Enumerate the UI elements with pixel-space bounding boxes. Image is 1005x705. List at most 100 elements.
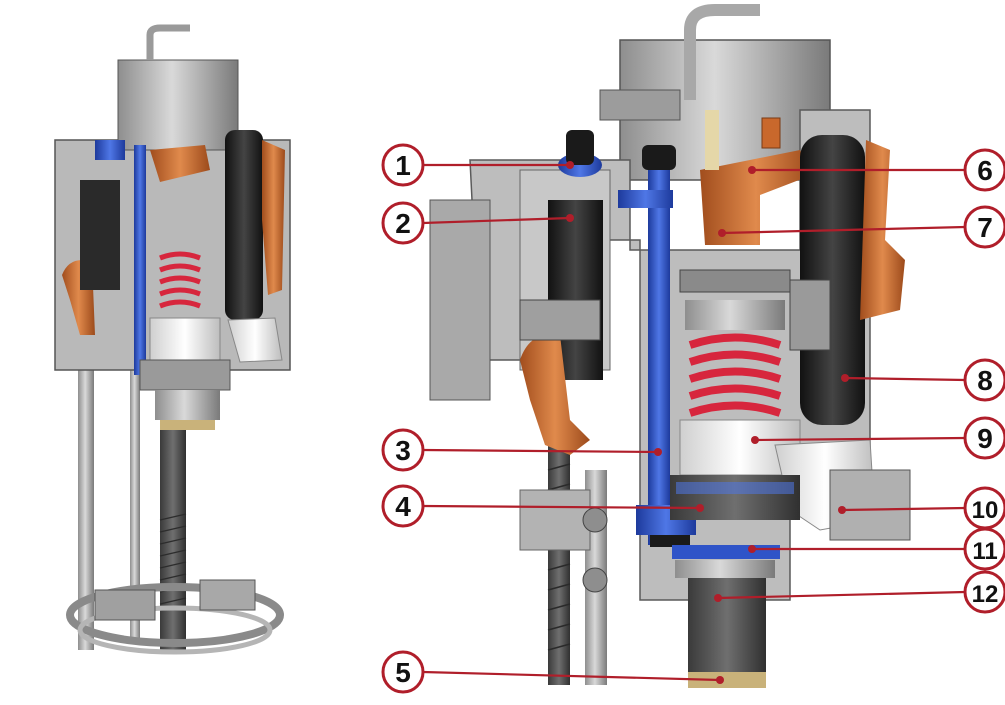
callout-7-number: 7: [977, 212, 993, 243]
blue-cap: [95, 140, 125, 160]
lower-bearing: [155, 390, 220, 420]
callout-7-anchor-dot: [718, 229, 726, 237]
shaft-top-knob: [642, 145, 676, 170]
clamp-block-right: [199, 579, 256, 611]
ring-fixture-lower: [77, 605, 273, 655]
spring-large: [688, 333, 782, 417]
callout-12-ring: [963, 570, 1005, 614]
side-plate: [429, 199, 491, 401]
callout-4: 4: [381, 484, 704, 528]
mount-bracket: [599, 89, 681, 121]
callout-6-ring: [963, 148, 1005, 192]
callout-2-ring: [381, 201, 425, 245]
seal-ring: [672, 545, 780, 559]
gear-ring: [139, 359, 231, 391]
carriage-block: [519, 489, 591, 551]
motor-clamp: [789, 279, 831, 351]
orange-bracket-right: [262, 140, 285, 295]
callout-9-anchor-dot: [751, 436, 759, 444]
callout-1-anchor-dot: [566, 161, 574, 169]
callout-5-ring: [381, 650, 425, 694]
callout-9-ring: [963, 416, 1005, 460]
bronze-bushing: [688, 672, 766, 688]
roller-lower: [582, 567, 608, 593]
callout-6-number: 6: [977, 155, 993, 186]
callout-8-ring: [963, 358, 1005, 402]
callout-3: 3: [381, 428, 662, 472]
top-motor-housing: [117, 59, 239, 151]
clamp-block: [94, 589, 156, 621]
inner-block: [80, 180, 120, 290]
callout-5-number: 5: [395, 657, 411, 688]
white-clamp: [227, 317, 283, 363]
clamp-mount: [829, 469, 911, 541]
callout-10-anchor-dot: [838, 506, 846, 514]
callout-10-leader: [841, 506, 966, 512]
lead-screw: [160, 420, 186, 650]
ring-fixture: [66, 583, 284, 647]
callout-1-ring: [381, 143, 425, 187]
blue-shaft: [134, 145, 146, 375]
callout-12-number: 12: [972, 581, 999, 608]
callout-3-anchor-dot: [654, 448, 662, 456]
cap-knob: [566, 130, 594, 165]
callout-7-leader: [721, 225, 966, 235]
callout-1: 1: [381, 143, 574, 187]
seal-seat: [675, 560, 775, 578]
guide-rail-left: [78, 330, 94, 650]
callout-4-leader: [422, 504, 701, 510]
white-housing: [149, 317, 221, 361]
callout-9: 9: [751, 416, 1005, 460]
full-assembly-view: [54, 24, 291, 655]
callout-2-anchor-dot: [566, 214, 574, 222]
gear-ring-large: [670, 475, 800, 520]
top-pipe: [146, 24, 190, 60]
upper-gear-band: [679, 269, 791, 293]
callout-5: 5: [381, 650, 724, 694]
callout-9-number: 9: [977, 423, 993, 454]
guide-rail-right: [130, 360, 140, 640]
callout-11: 11: [748, 527, 1005, 571]
spring-seat: [685, 300, 785, 330]
callout-12: 12: [714, 570, 1005, 614]
callout-8: 8: [841, 358, 1005, 402]
callout-9-leader: [754, 436, 966, 442]
callout-12-leader: [717, 590, 966, 600]
callout-4-number: 4: [395, 491, 411, 522]
callout-3-number: 3: [395, 435, 411, 466]
callout-10-number: 10: [972, 497, 999, 524]
callout-11-ring: [963, 527, 1005, 571]
callout-5-leader: [422, 670, 721, 682]
orange-bracket-large: [700, 150, 812, 245]
callout-2-number: 2: [395, 208, 411, 239]
orange-arm: [150, 145, 210, 182]
orange-clamp-large: [520, 334, 590, 455]
callout-5-anchor-dot: [716, 676, 724, 684]
callout-8-anchor-dot: [841, 374, 849, 382]
callout-1-number: 1: [395, 150, 411, 181]
callout-12-anchor-dot: [714, 594, 722, 602]
motor-large: [800, 135, 865, 425]
callout-8-leader: [844, 376, 966, 382]
bronze-ring: [160, 420, 215, 430]
clamp-holder: [519, 299, 601, 341]
gear-ring-highlight: [676, 482, 794, 494]
callout-2: 2: [381, 201, 574, 245]
callout-4-anchor-dot: [696, 504, 704, 512]
callout-6-anchor-dot: [748, 166, 756, 174]
callout-3-ring: [381, 428, 425, 472]
shaft-top-gear: [618, 190, 673, 208]
callout-11-number: 11: [972, 538, 997, 565]
brass-pin: [705, 110, 719, 170]
callout-4-ring: [381, 484, 425, 528]
callout-8-number: 8: [977, 365, 993, 396]
spring: [159, 251, 201, 309]
spindle: [688, 578, 766, 688]
roller: [582, 507, 608, 533]
motor: [225, 130, 263, 320]
shaft-bottom-knob: [650, 535, 690, 547]
callout-11-anchor-dot: [748, 545, 756, 553]
